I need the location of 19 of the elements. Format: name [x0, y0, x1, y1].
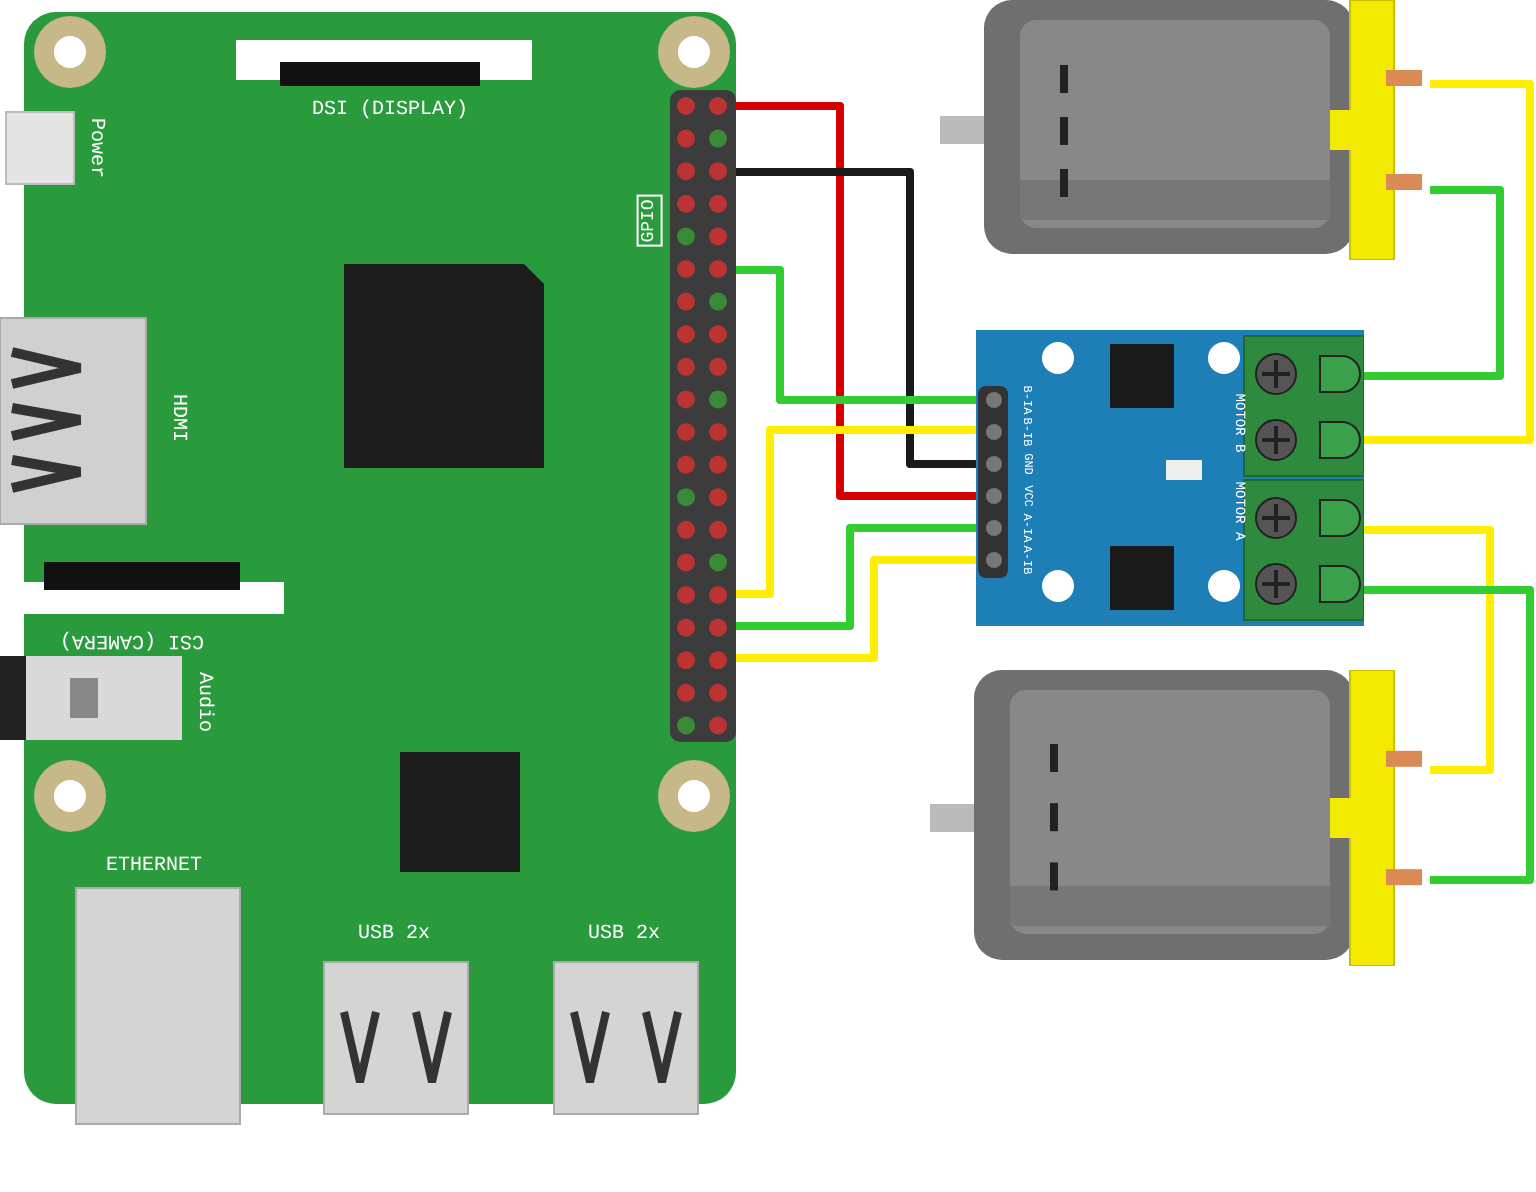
wire	[736, 524, 976, 630]
wire	[1364, 186, 1504, 380]
wire	[736, 168, 976, 468]
header-label: GPIO	[636, 194, 663, 246]
wire	[1364, 526, 1494, 774]
port-label: DSI (DISPLAY)	[312, 102, 469, 122]
wire	[736, 556, 976, 662]
wire	[736, 266, 976, 404]
port-label: ETHERNET	[106, 858, 203, 878]
port-label: HDMI	[166, 394, 186, 442]
wire	[1364, 80, 1534, 444]
port-label: Audio	[192, 672, 212, 732]
port-label: USB 2x	[588, 926, 661, 946]
port-label: Power	[84, 118, 104, 178]
port-label: CSI (CAMERA)	[60, 628, 205, 648]
wire	[736, 102, 976, 500]
wire	[736, 426, 976, 598]
wire	[1364, 586, 1534, 884]
port-label: USB 2x	[358, 926, 431, 946]
